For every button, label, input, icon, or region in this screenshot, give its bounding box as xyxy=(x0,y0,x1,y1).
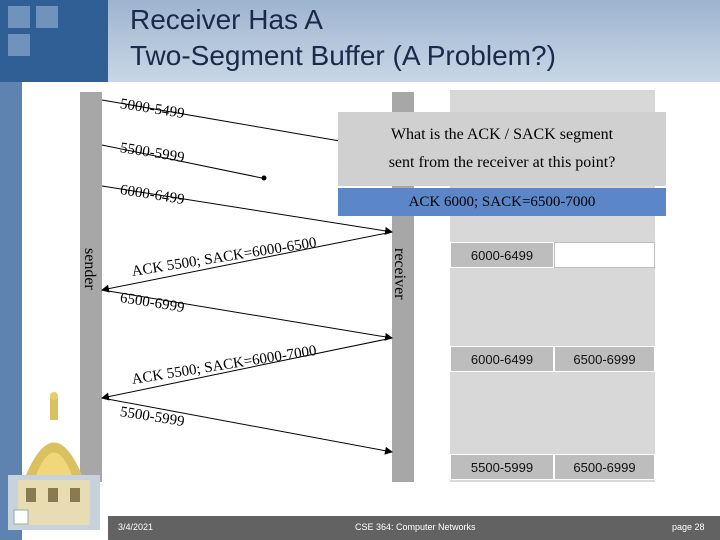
lost-segment-marker xyxy=(261,175,267,181)
footer-course: CSE 364: Computer Networks xyxy=(355,522,476,532)
buffer-cell-empty xyxy=(554,242,655,268)
slide-title: Receiver Has A Two-Segment Buffer (A Pro… xyxy=(130,2,710,74)
corner-square xyxy=(8,34,30,56)
title-line-2: Two-Segment Buffer (A Problem?) xyxy=(130,40,556,71)
arrow-segment-2 xyxy=(101,144,263,179)
sender-label: sender xyxy=(81,248,98,290)
buffer-cell: 6000-6499 xyxy=(450,242,554,268)
header-band xyxy=(0,0,720,82)
buffer-cell: 6500-6999 xyxy=(554,454,655,480)
title-line-1: Receiver Has A xyxy=(130,4,323,35)
arrow-segment-5 xyxy=(101,397,393,455)
corner-square xyxy=(36,6,58,28)
buffer-cell: 5500-5999 xyxy=(450,454,554,480)
arrow-ack-2 xyxy=(101,337,393,401)
question-line-2: sent from the receiver at this point? xyxy=(388,154,616,171)
arrow-ack-1 xyxy=(101,231,393,293)
golden-dome-logo xyxy=(8,392,100,530)
footer-bar xyxy=(108,516,720,540)
sender-timeline xyxy=(80,92,102,482)
corner-logo-block xyxy=(0,0,108,82)
buffer-cell: 6500-6999 xyxy=(554,346,655,372)
answer-callout: ACK 6000; SACK=6500-7000 xyxy=(338,188,666,216)
buffer-cell: 6000-6499 xyxy=(450,346,554,372)
question-line-1: What is the ACK / SACK segment xyxy=(390,126,614,143)
receiver-label: receiver xyxy=(391,248,408,300)
left-accent-bar xyxy=(0,82,22,540)
arrow-segment-3 xyxy=(101,185,393,235)
question-callout: What is the ACK / SACK segment sent from… xyxy=(338,112,666,186)
footer-page: page 28 xyxy=(672,522,705,532)
arrow-segment-4 xyxy=(101,289,393,341)
footer-date: 3/4/2021 xyxy=(118,522,154,532)
corner-square xyxy=(8,6,30,28)
